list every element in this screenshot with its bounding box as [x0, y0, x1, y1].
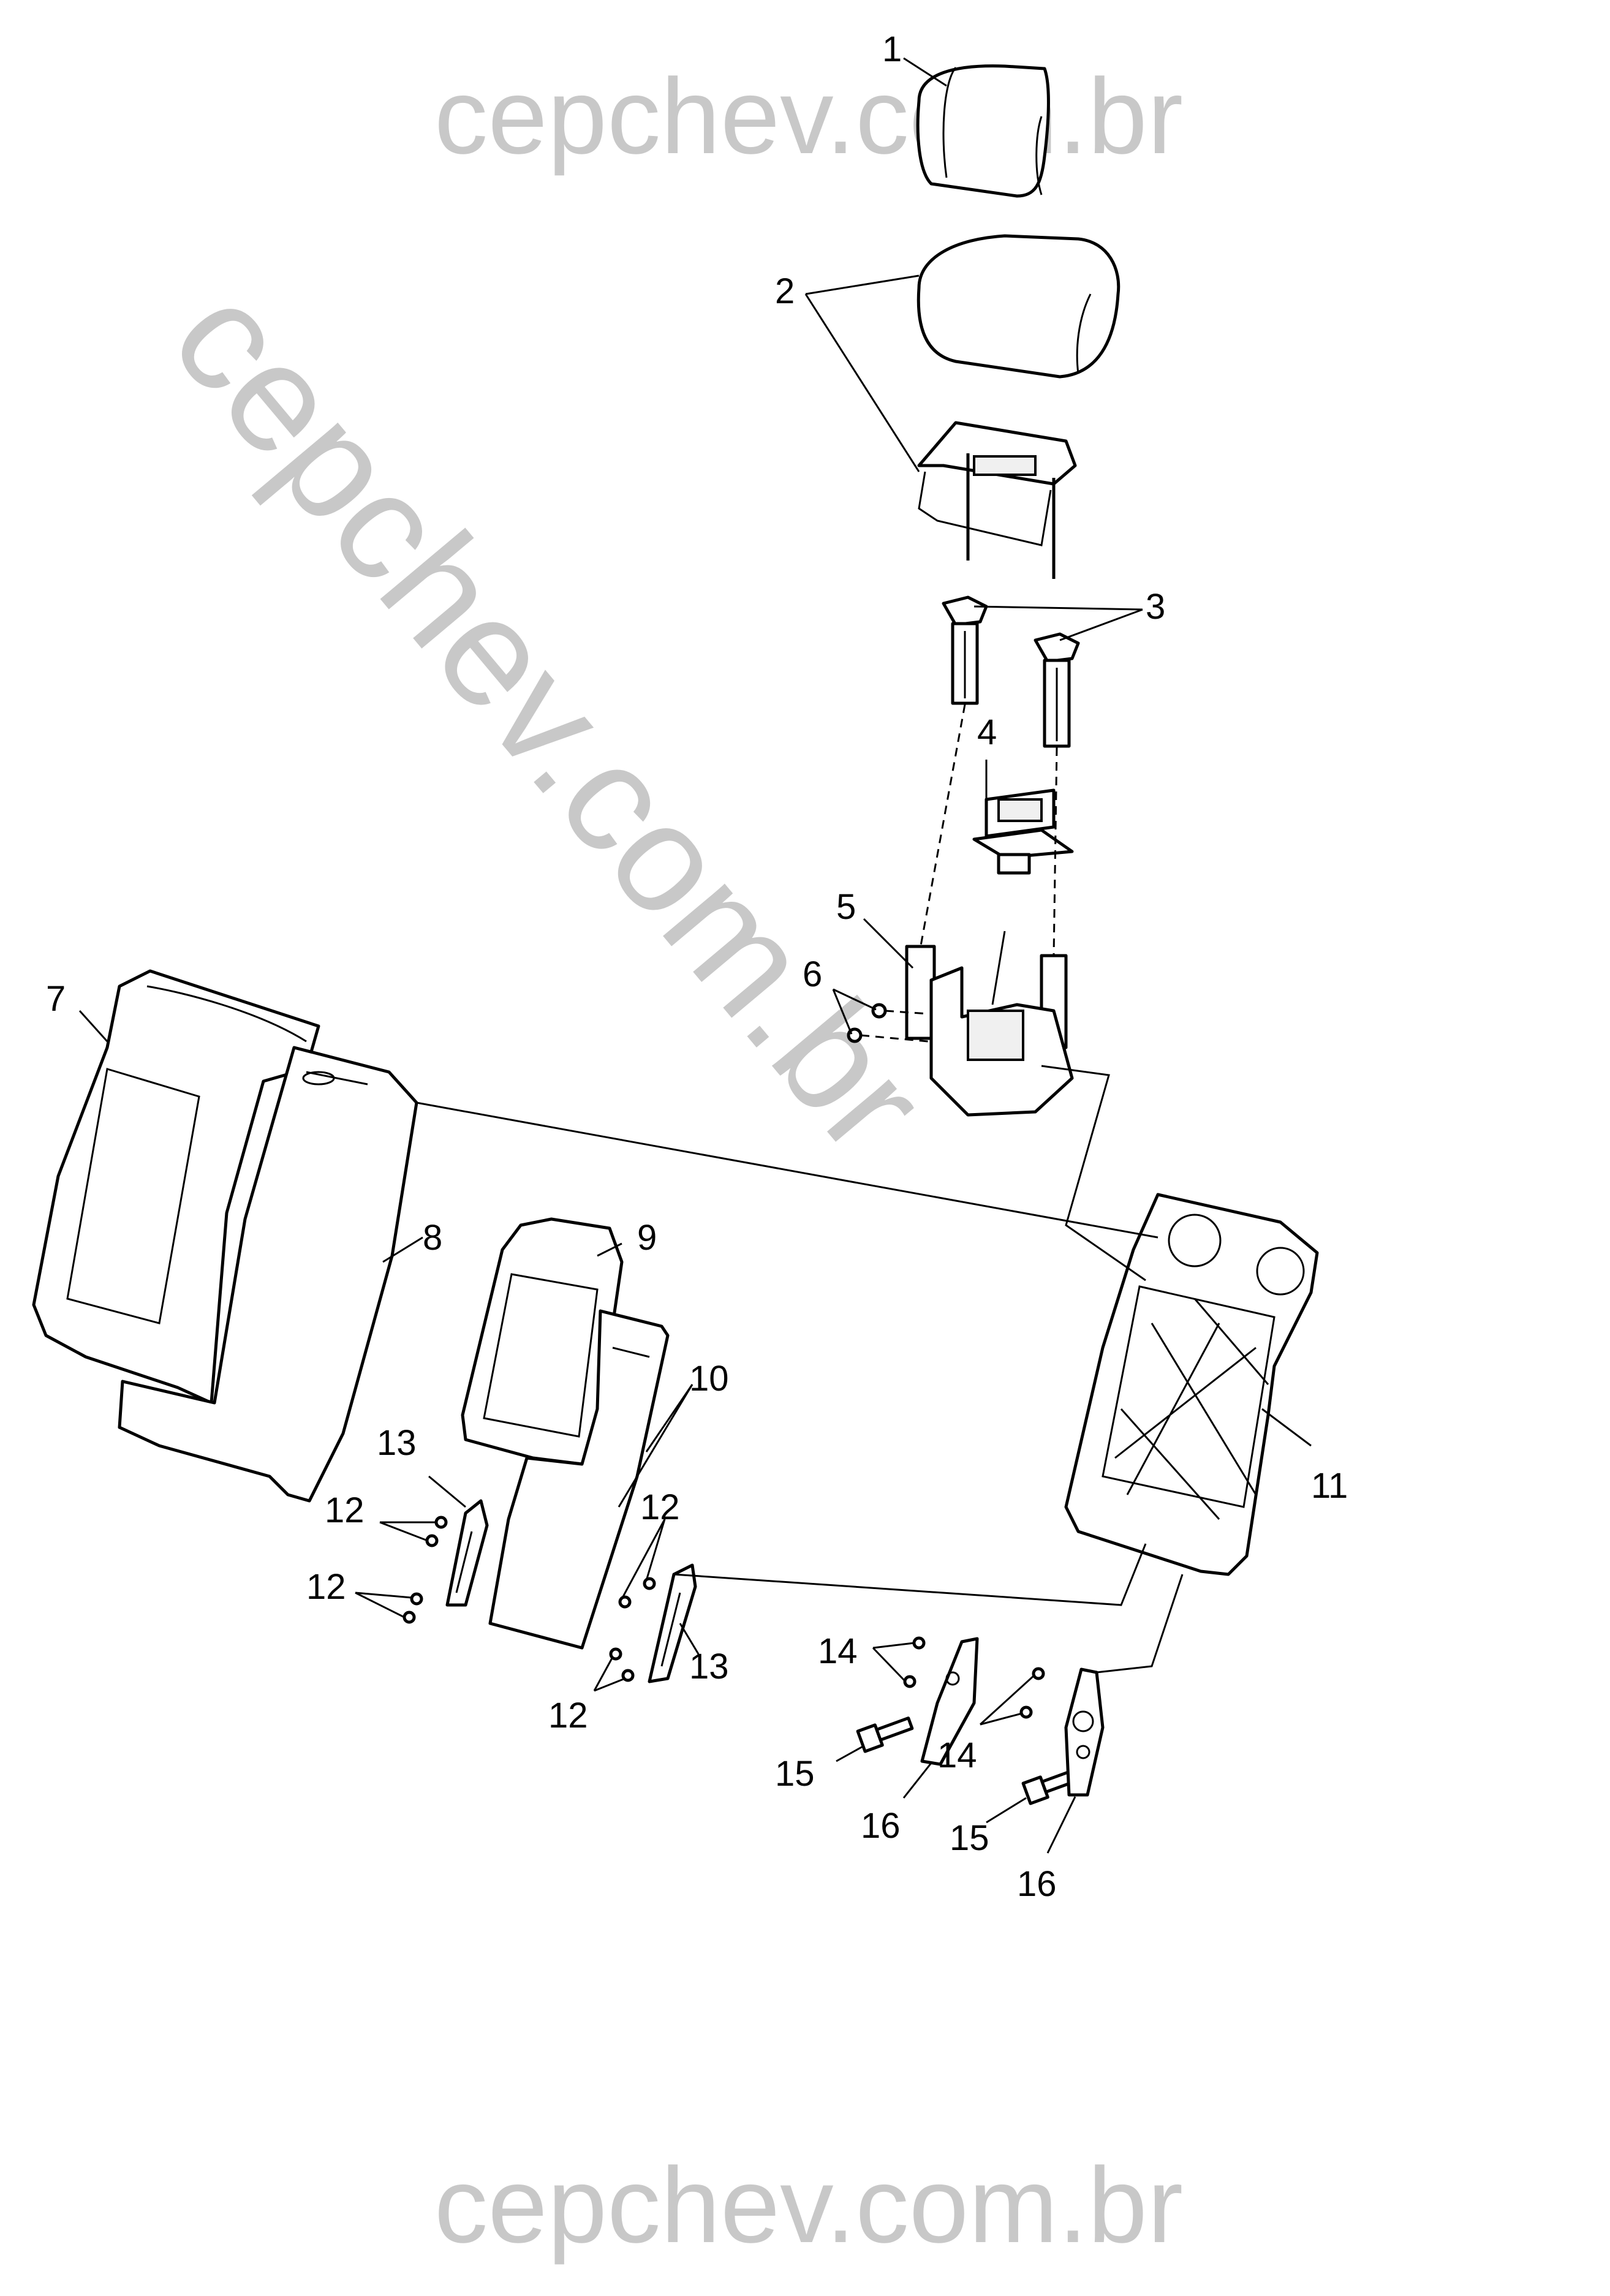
callout-5: 5	[836, 887, 856, 927]
callout-6: 6	[803, 954, 822, 994]
callout-12c: 12	[640, 1487, 680, 1527]
callout-3: 3	[1146, 587, 1165, 627]
callout-11: 11	[1311, 1466, 1348, 1506]
part-bolt-left	[856, 1716, 914, 1753]
assembly-lines	[416, 1065, 1184, 1674]
callout-16a: 16	[861, 1806, 901, 1846]
part-headrest-frame	[917, 421, 1077, 579]
part-guide-right	[1034, 632, 1080, 748]
callout-15b: 15	[950, 1818, 989, 1858]
callout-10: 10	[689, 1359, 729, 1399]
callout-15a: 15	[775, 1754, 815, 1794]
part-armrest-trim	[488, 1309, 670, 1650]
alignment-line-right	[1053, 747, 1058, 956]
alignment-line-left	[918, 704, 966, 956]
watermark-top: cepchev.com.br	[434, 57, 1183, 176]
callout-7: 7	[46, 979, 66, 1019]
part-backrest-frame	[1064, 1193, 1319, 1576]
part-screws-14	[903, 1636, 1045, 1719]
part-hinge-right	[648, 1563, 697, 1683]
callout-labels: 1 2 3 4 5 6 7 8 9 10 11 12 12 12 12 13 1…	[46, 29, 1348, 1904]
callout-4: 4	[977, 712, 997, 752]
callout-12a: 12	[325, 1490, 365, 1530]
part-latch-button	[972, 788, 1074, 875]
part-headrest-pad	[916, 234, 1121, 379]
callout-12b: 12	[306, 1567, 346, 1607]
callout-13b: 13	[689, 1647, 729, 1686]
callout-8: 8	[423, 1218, 442, 1258]
callout-14a: 14	[818, 1631, 858, 1671]
callout-9: 9	[637, 1218, 657, 1258]
callout-13a: 13	[377, 1423, 417, 1463]
callout-2: 2	[775, 271, 795, 311]
callout-14b: 14	[937, 1735, 977, 1775]
part-screws-6	[847, 1003, 929, 1043]
callout-1: 1	[882, 29, 902, 69]
part-bracket-left	[920, 1637, 979, 1766]
part-headrest-cover	[916, 64, 1050, 198]
callout-16b: 16	[1017, 1864, 1057, 1904]
part-latch-bracket	[905, 931, 1074, 1117]
watermark-bottom: cepchev.com.br	[434, 2146, 1183, 2265]
part-bracket-right	[1064, 1667, 1105, 1797]
callout-12d: 12	[548, 1696, 588, 1735]
part-backrest-cover	[32, 969, 320, 1405]
part-hinge-left	[445, 1499, 489, 1607]
part-backrest-pad	[118, 1046, 418, 1503]
part-guide-left	[942, 595, 988, 705]
leader-lines	[78, 57, 1312, 1854]
